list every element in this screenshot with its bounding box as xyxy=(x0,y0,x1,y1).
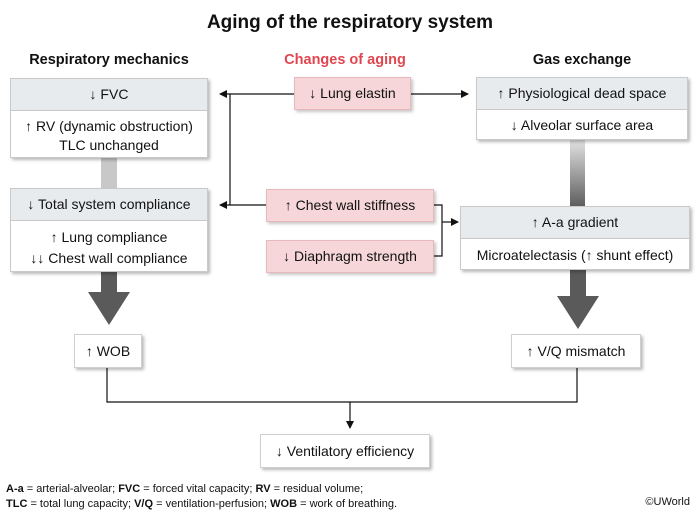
diagram-title: Aging of the respiratory system xyxy=(206,12,494,33)
def-aa: = arterial-alveolar; xyxy=(23,483,119,495)
abbr-vq: V/Q xyxy=(134,498,154,510)
microatelectasis-text: Microatelectasis (↑ shunt effect) xyxy=(476,247,674,263)
aa-gradient-box: ↑ A-a gradient Microatelectasis (↑ shunt… xyxy=(460,206,690,270)
lung-compliance-text: ↑ Lung compliance xyxy=(50,229,168,245)
left-connector-bar xyxy=(101,158,117,188)
wob-box: ↑ WOB xyxy=(74,334,142,368)
diaphragm-strength-box: ↓ Diaphragm strength xyxy=(266,240,434,273)
right-big-arrow xyxy=(557,270,599,329)
abbr-fvc: FVC xyxy=(118,483,141,495)
def-vq: = ventilation-perfusion; xyxy=(153,498,271,510)
def-wob: = work of breathing. xyxy=(297,498,398,510)
chest-wall-stiffness-box: ↑ Chest wall stiffness xyxy=(266,189,434,222)
bracket-chestwall-diaphragm xyxy=(434,204,443,257)
lung-elastin-box: ↓ Lung elastin xyxy=(294,77,411,110)
vq-mismatch-box: ↑ V/Q mismatch xyxy=(511,334,641,368)
def-tlc: = total lung capacity; xyxy=(27,498,135,510)
alveolar-surface-text: ↓ Alveolar surface area xyxy=(510,117,654,133)
tlc-text: TLC unchanged xyxy=(59,137,159,153)
column-heading-gas-exchange: Gas exchange xyxy=(532,52,632,68)
abbr-rv: RV xyxy=(255,483,271,495)
ventilatory-efficiency-box: ↓ Ventilatory efficiency xyxy=(260,434,430,468)
column-heading-respiratory-mechanics: Respiratory mechanics xyxy=(29,52,189,68)
rv-text: ↑ RV (dynamic obstruction) xyxy=(25,118,193,134)
def-rv: = residual volume; xyxy=(270,483,364,495)
footer-line-1: A-a = arterial-alveolar; FVC = forced vi… xyxy=(6,482,363,497)
left-big-arrow xyxy=(88,272,130,325)
chest-wall-compliance-text: ↓↓ Chest wall compliance xyxy=(30,250,188,266)
compliance-box-header: ↓ Total system compliance xyxy=(11,189,207,221)
abbr-tlc: TLC xyxy=(6,498,28,510)
abbr-aa: A-a xyxy=(6,483,24,495)
compliance-box: ↓ Total system compliance ↑ Lung complia… xyxy=(10,188,208,272)
dead-space-box-header: ↑ Physiological dead space xyxy=(477,78,687,110)
def-fvc: = forced vital capacity; xyxy=(140,483,256,495)
footer-line-2: TLC = total lung capacity; V/Q = ventila… xyxy=(6,497,397,512)
aa-gradient-box-header: ↑ A-a gradient xyxy=(461,207,689,239)
merge-line xyxy=(106,368,578,403)
fvc-box-header: ↓ FVC xyxy=(11,79,207,111)
column-heading-changes-of-aging: Changes of aging xyxy=(284,52,406,68)
abbr-wob: WOB xyxy=(270,498,298,510)
fvc-box: ↓ FVC ↑ RV (dynamic obstruction) TLC unc… xyxy=(10,78,208,158)
right-connector-bar xyxy=(570,140,585,206)
dead-space-box: ↑ Physiological dead space ↓ Alveolar su… xyxy=(476,77,688,140)
copyright-text: ©UWorld xyxy=(645,496,690,508)
